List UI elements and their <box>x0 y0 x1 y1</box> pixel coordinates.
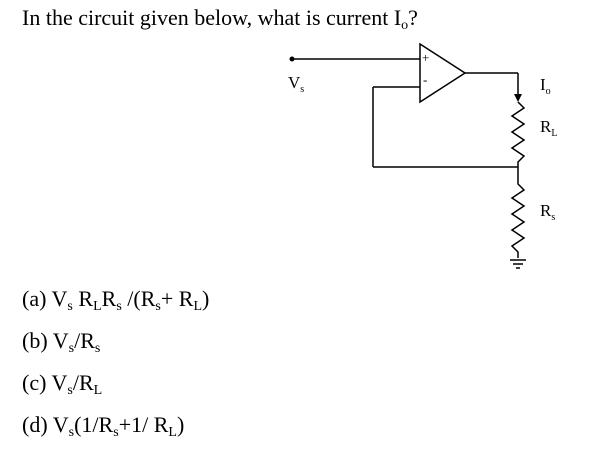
output-current-label: Io <box>540 75 551 97</box>
source-resistor-label-sub: s <box>551 212 555 223</box>
load-resistor-zigzag <box>510 101 526 167</box>
input-voltage-label: Vs <box>288 73 304 95</box>
output-current-label-sub: o <box>546 86 551 97</box>
option-c-part: (c) V <box>22 370 68 395</box>
question-current-subscript: o <box>401 18 409 33</box>
option-d: (d) Vs(1/Rs+1/ RL) <box>22 412 184 446</box>
question-prefix: In the circuit given below, what is curr… <box>22 5 402 30</box>
option-d-sub: L <box>168 425 177 440</box>
load-resistor-label: RL <box>540 117 557 139</box>
option-d-part: (1/R <box>74 412 114 437</box>
opamp-triangle <box>419 42 467 104</box>
option-a-sub: L <box>93 299 102 314</box>
option-a: (a) Vs RLRs /(Rs+ RL) <box>22 286 209 320</box>
option-a-part: (a) V <box>22 286 68 311</box>
load-resistor-label-main: R <box>540 117 552 136</box>
option-b-part: (b) V <box>22 328 69 353</box>
option-a-part: R <box>101 286 117 311</box>
option-d-part: +1/ R <box>118 412 169 437</box>
option-c: (c) Vs/RL <box>22 370 102 404</box>
input-voltage-label-sub: s <box>300 84 304 95</box>
option-c-sub: L <box>93 383 103 398</box>
load-resistor-label-sub: L <box>551 128 557 139</box>
option-d-part: ) <box>176 412 185 437</box>
option-b-part: /R <box>74 328 95 353</box>
current-arrow <box>514 94 522 102</box>
source-resistor-zigzag <box>510 167 526 258</box>
output-current-label-main: I <box>540 75 546 94</box>
option-b: (b) Vs/Rs <box>22 328 100 362</box>
option-a-part: /(R <box>121 286 156 311</box>
option-a-part: + R <box>160 286 194 311</box>
question-suffix: ? <box>408 5 418 30</box>
option-a-sub: L <box>193 299 202 314</box>
option-d-part: (d) V <box>22 412 69 437</box>
option-d-sub: s <box>113 425 119 440</box>
option-c-sub: s <box>67 383 73 398</box>
option-a-sub: s <box>116 299 122 314</box>
option-b-sub: s <box>68 341 75 356</box>
option-a-part: ) <box>202 286 210 311</box>
input-voltage-label-main: V <box>288 73 301 92</box>
option-a-part: R <box>72 286 94 311</box>
option-d-sub: s <box>68 425 75 440</box>
option-b-sub: s <box>94 341 101 356</box>
opamp-plus-sign: + <box>422 50 429 65</box>
question-text: In the circuit given below, what is curr… <box>22 5 418 39</box>
opamp-minus-sign: - <box>423 72 427 87</box>
source-resistor-label-main: R <box>540 201 552 220</box>
option-a-sub: s <box>67 299 73 314</box>
option-a-sub: s <box>155 299 161 314</box>
source-resistor-label: Rs <box>540 201 555 223</box>
option-c-part: /R <box>72 370 94 395</box>
